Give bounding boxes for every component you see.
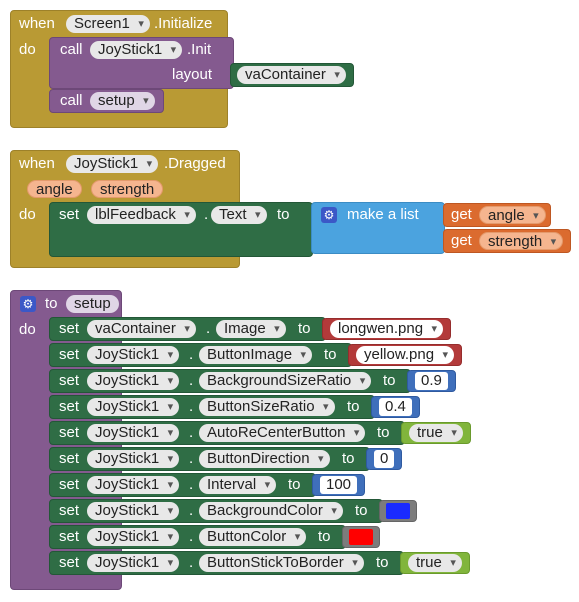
to-keyword: to — [277, 206, 290, 223]
layout-param-label: layout — [172, 66, 213, 83]
dot-separator: . — [189, 346, 194, 363]
strength-parameter[interactable]: strength — [91, 180, 164, 198]
dot-separator: . — [189, 554, 194, 571]
to-keyword: to — [288, 476, 301, 493]
set-keyword: set — [59, 554, 80, 571]
color-swatch[interactable] — [349, 529, 373, 545]
set-keyword: set — [59, 320, 80, 337]
set-keyword: set — [59, 528, 80, 545]
set-keyword: set — [59, 450, 80, 467]
component-dropdown[interactable]: JoyStick1 — [87, 346, 180, 364]
call-keyword: call — [60, 92, 83, 109]
number-value[interactable]: 0.9 — [415, 372, 448, 390]
dot-separator: . — [189, 372, 194, 389]
to-keyword: to — [324, 346, 337, 363]
strength-variable-dropdown[interactable]: strength — [479, 232, 564, 251]
component-dropdown[interactable]: JoyStick1 — [87, 450, 180, 468]
dot-separator: . — [189, 450, 194, 467]
to-keyword: to — [376, 554, 389, 571]
to-keyword: to — [377, 424, 390, 441]
number-value[interactable]: 0.4 — [379, 398, 412, 416]
dot-separator: . — [189, 502, 194, 519]
to-keyword: to — [45, 295, 58, 312]
property-dropdown[interactable]: BackgroundColor — [199, 502, 343, 520]
setup-procedure-name[interactable]: setup — [66, 295, 119, 313]
gear-icon[interactable]: ⚙ — [321, 207, 337, 223]
boolean-dropdown[interactable]: true — [409, 424, 463, 442]
when-keyword: when — [19, 155, 55, 172]
set-keyword: set — [59, 206, 80, 223]
lblfeedback-component-dropdown[interactable]: lblFeedback — [87, 206, 196, 224]
gear-icon[interactable]: ⚙ — [20, 296, 36, 312]
component-dropdown[interactable]: vaContainer — [87, 320, 196, 338]
component-dropdown[interactable]: JoyStick1 — [87, 424, 180, 442]
component-dropdown[interactable]: JoyStick1 — [87, 398, 180, 416]
make-a-list-label: make a list — [347, 206, 419, 223]
text-property-dropdown[interactable]: Text — [211, 206, 267, 224]
when-keyword: when — [19, 15, 55, 32]
to-keyword: to — [342, 450, 355, 467]
set-keyword: set — [59, 372, 80, 389]
set-keyword: set — [59, 476, 80, 493]
to-keyword: to — [298, 320, 311, 337]
property-dropdown[interactable]: Interval — [199, 476, 277, 494]
to-keyword: to — [355, 502, 368, 519]
get-keyword: get — [451, 206, 472, 223]
initialize-event-label: .Initialize — [154, 15, 213, 32]
property-dropdown[interactable]: AutoReCenterButton — [199, 424, 366, 442]
property-dropdown[interactable]: ButtonSizeRatio — [199, 398, 335, 416]
dot-separator: . — [204, 206, 209, 223]
to-keyword: to — [318, 528, 331, 545]
property-dropdown[interactable]: ButtonDirection — [199, 450, 330, 468]
dot-separator: . — [189, 398, 194, 415]
to-keyword: to — [383, 372, 396, 389]
property-dropdown[interactable]: ButtonStickToBorder — [199, 554, 364, 572]
property-dropdown[interactable]: Image — [216, 320, 286, 338]
set-keyword: set — [59, 346, 80, 363]
angle-parameter[interactable]: angle — [27, 180, 82, 198]
boolean-dropdown[interactable]: true — [408, 554, 462, 572]
init-method-label: .Init — [187, 41, 212, 58]
component-dropdown[interactable]: JoyStick1 — [87, 372, 180, 390]
do-keyword: do — [19, 321, 36, 338]
dot-separator: . — [189, 424, 194, 441]
color-swatch[interactable] — [386, 503, 410, 519]
do-keyword: do — [19, 206, 36, 223]
set-keyword: set — [59, 398, 80, 415]
text-value[interactable]: yellow.png — [356, 346, 455, 364]
component-dropdown[interactable]: JoyStick1 — [87, 554, 180, 572]
property-dropdown[interactable]: ButtonColor — [199, 528, 307, 546]
text-value[interactable]: longwen.png — [330, 320, 444, 338]
property-dropdown[interactable]: ButtonImage — [199, 346, 313, 364]
get-keyword: get — [451, 232, 472, 249]
call-keyword: call — [60, 41, 83, 58]
component-dropdown[interactable]: JoyStick1 — [87, 476, 180, 494]
angle-variable-dropdown[interactable]: angle — [479, 206, 546, 225]
do-keyword: do — [19, 41, 36, 58]
dot-separator: . — [189, 528, 194, 545]
dot-separator: . — [206, 320, 211, 337]
to-keyword: to — [347, 398, 360, 415]
setup-procedure-dropdown[interactable]: setup — [90, 92, 155, 110]
screen1-component-dropdown[interactable]: Screen1 — [66, 15, 150, 33]
set-keyword: set — [59, 424, 80, 441]
joystick1-component-dropdown[interactable]: JoyStick1 — [90, 41, 183, 59]
set-keyword: set — [59, 502, 80, 519]
component-dropdown[interactable]: JoyStick1 — [87, 528, 180, 546]
dot-separator: . — [189, 476, 194, 493]
vacontainer-component-dropdown[interactable]: vaContainer — [237, 66, 346, 84]
property-dropdown[interactable]: BackgroundSizeRatio — [199, 372, 372, 390]
number-value[interactable]: 100 — [320, 476, 358, 494]
component-dropdown[interactable]: JoyStick1 — [87, 502, 180, 520]
number-value[interactable]: 0 — [374, 450, 395, 468]
dragged-event-label: .Dragged — [164, 155, 226, 172]
joystick1-component-dropdown[interactable]: JoyStick1 — [66, 155, 159, 173]
